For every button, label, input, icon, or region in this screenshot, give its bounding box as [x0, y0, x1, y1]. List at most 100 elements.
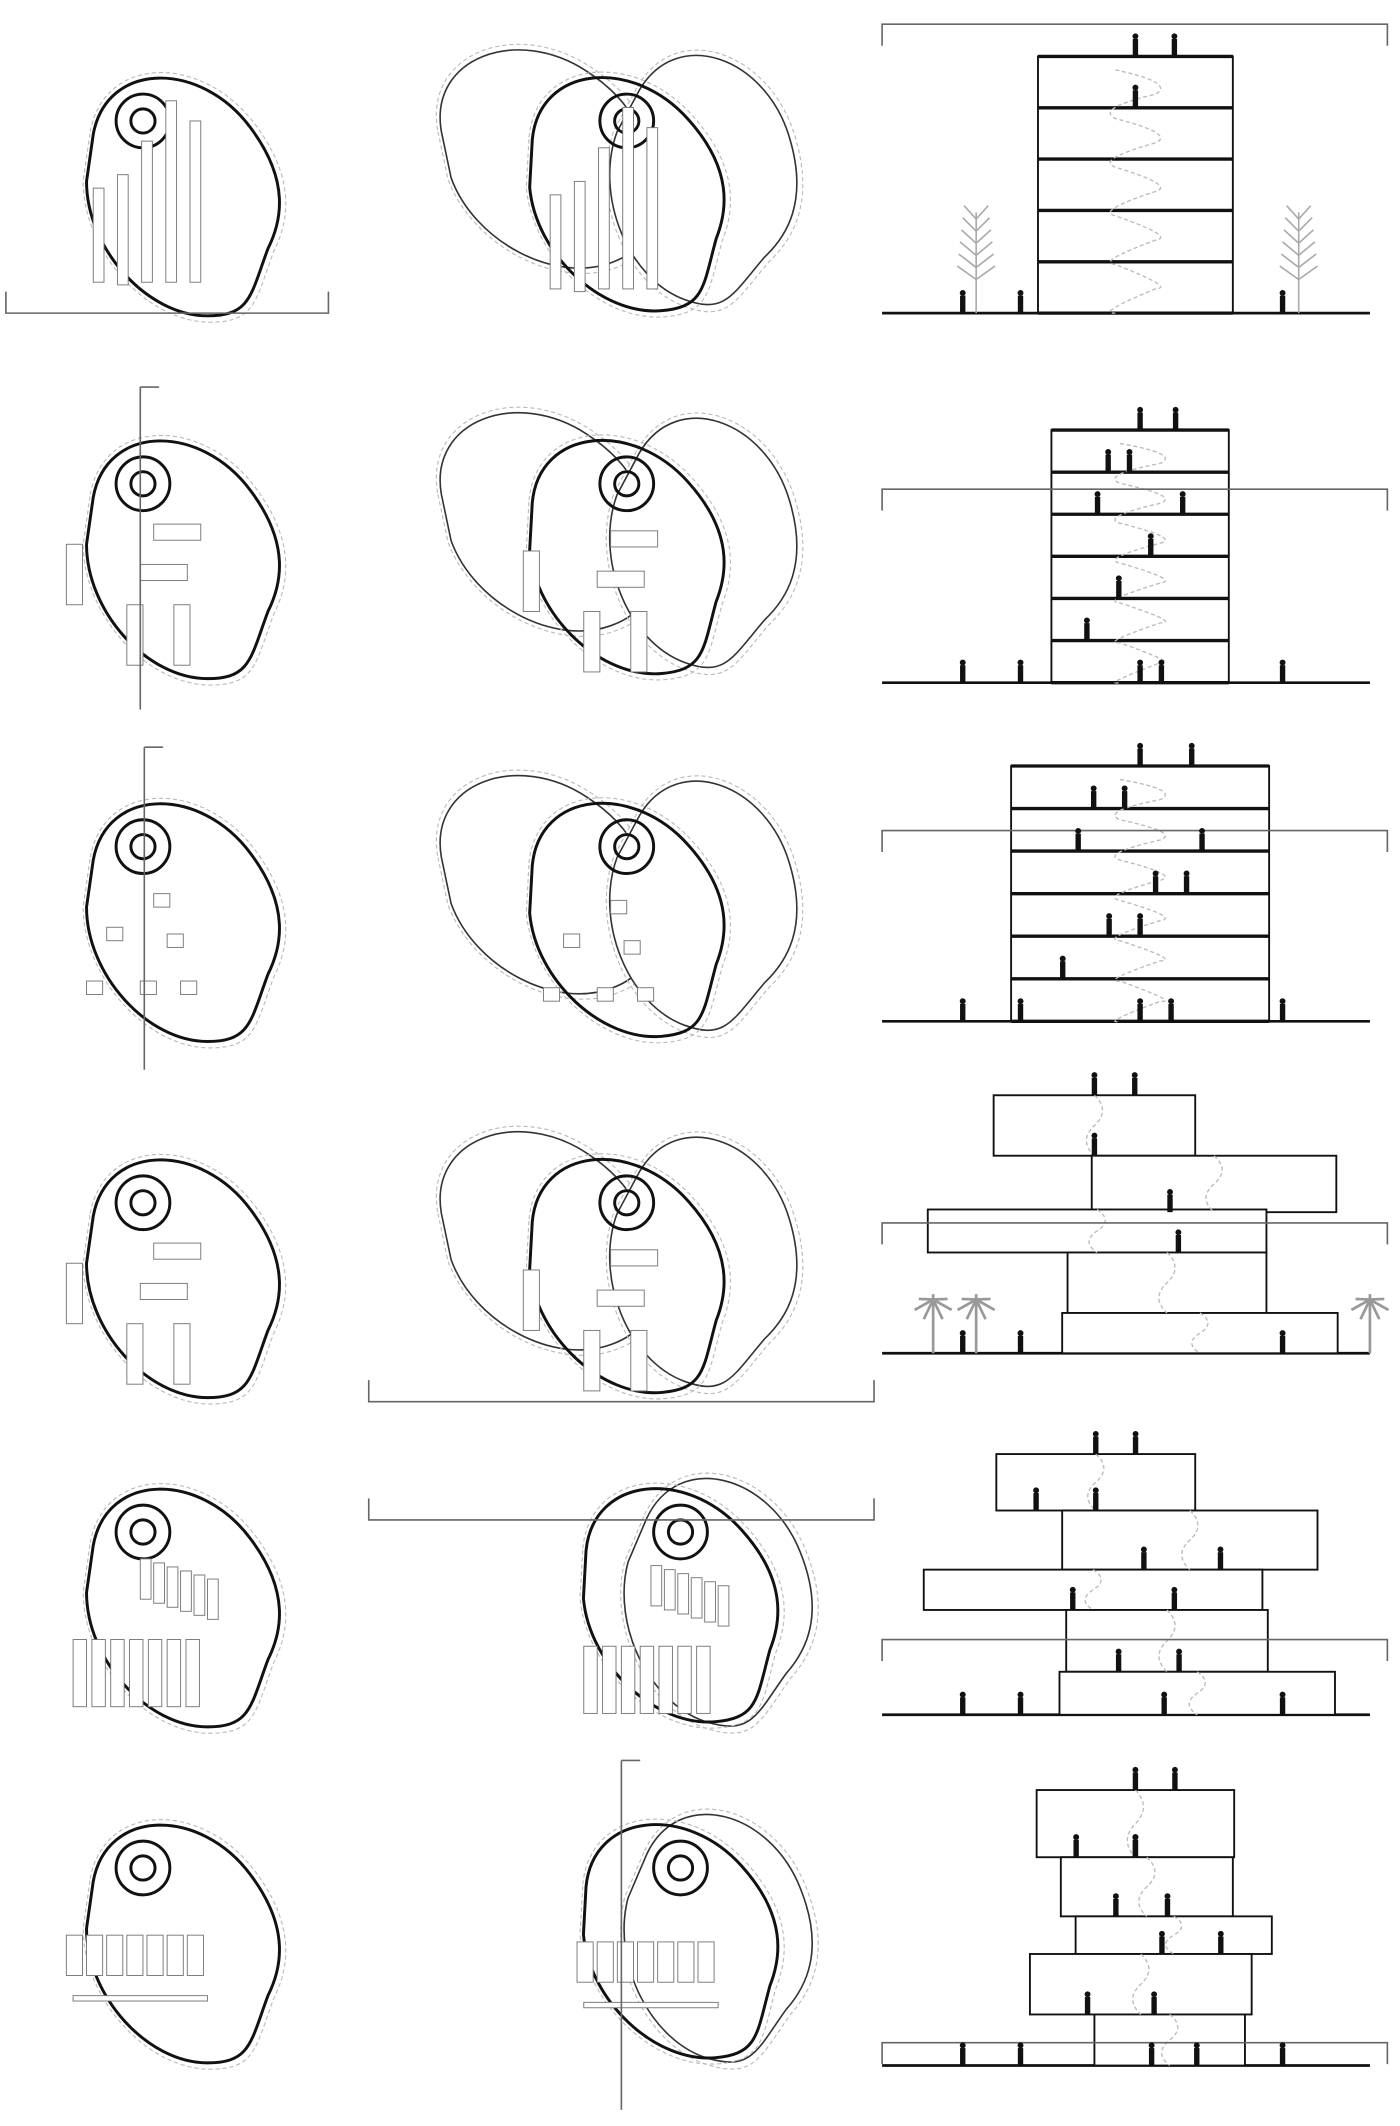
body	[1017, 2048, 1024, 2066]
core-ring-icon	[114, 1503, 172, 1561]
stair-spiral	[1181, 1510, 1199, 1571]
person-icon	[1091, 1132, 1098, 1156]
stair-spiral	[1191, 1312, 1209, 1354]
blob-right	[605, 412, 804, 676]
blob-inner-line	[579, 1818, 785, 2065]
plan-outline	[82, 797, 287, 1049]
stack	[663, 1569, 676, 1611]
body	[1121, 791, 1128, 809]
person-icon	[1152, 870, 1159, 894]
head	[1279, 290, 1286, 296]
head	[1017, 290, 1024, 296]
stair-spiral	[1188, 1671, 1206, 1716]
person-icon	[1183, 870, 1190, 894]
branch	[1282, 241, 1300, 256]
furniture-group	[65, 1934, 208, 2002]
person-icon	[1017, 290, 1024, 314]
person-icon	[1279, 1691, 1286, 1715]
plan-cut-line	[367, 1498, 875, 1521]
head	[959, 1330, 966, 1337]
frond	[1369, 1297, 1385, 1301]
building-volume	[1037, 55, 1234, 315]
blob-right	[605, 1131, 804, 1394]
person-icon	[1091, 1072, 1098, 1096]
frond	[1368, 1298, 1381, 1320]
furniture-group	[86, 893, 198, 995]
person-icon	[1217, 1546, 1224, 1570]
table	[610, 1249, 659, 1267]
person-icon	[1148, 2042, 1155, 2066]
core-ring-icon	[114, 455, 172, 513]
reading-table	[146, 1934, 164, 1976]
person-icon	[1137, 913, 1144, 937]
table	[153, 1242, 202, 1260]
reading-table	[166, 1934, 184, 1976]
head	[1193, 2042, 1200, 2049]
body	[1175, 1235, 1182, 1253]
branch	[975, 265, 996, 281]
person-icon	[1158, 659, 1165, 683]
blob-outline	[85, 802, 281, 1043]
body	[1115, 1654, 1122, 1672]
building-section	[881, 1430, 1389, 1717]
blob-inner-line	[82, 1153, 287, 1405]
body	[1171, 1592, 1178, 1610]
person-icon	[1137, 998, 1144, 1022]
body	[1148, 2048, 1155, 2066]
person-icon	[1161, 1691, 1168, 1715]
head	[1132, 33, 1139, 40]
counter	[583, 2001, 719, 2009]
section-cut-line	[881, 23, 1389, 46]
body	[1168, 1003, 1174, 1022]
core-stair-icon	[129, 107, 157, 135]
person-icon	[1084, 1991, 1091, 2015]
body	[1132, 90, 1139, 108]
head	[1132, 1430, 1139, 1437]
furniture-group	[549, 107, 659, 293]
person-icon	[1188, 742, 1195, 767]
body	[1017, 1335, 1024, 1354]
drawing-row-2	[65, 386, 1389, 710]
person-icon	[1137, 659, 1144, 683]
drawing-row-4	[65, 1072, 1390, 1405]
table	[173, 604, 191, 666]
head	[1172, 406, 1179, 413]
branch	[1279, 265, 1300, 281]
stair-spiral	[1087, 1453, 1105, 1512]
head	[1017, 2042, 1024, 2049]
body	[1137, 918, 1143, 937]
table	[630, 1329, 648, 1392]
person-icon	[1075, 828, 1082, 852]
blob-inner-line	[620, 1808, 819, 2070]
branch	[975, 205, 989, 220]
body	[1279, 1335, 1286, 1354]
blob-inner-line	[605, 775, 804, 1038]
body	[1106, 918, 1112, 937]
person-icon	[1017, 2042, 1024, 2066]
table	[126, 1323, 144, 1385]
person-icon	[959, 1330, 966, 1354]
head	[1137, 742, 1144, 749]
blob-inner-line	[82, 797, 287, 1049]
frond	[1369, 1298, 1390, 1312]
branch	[975, 253, 995, 269]
head	[959, 290, 966, 296]
body	[1017, 665, 1024, 683]
branch	[975, 241, 993, 256]
core-stair-icon	[129, 833, 157, 861]
table	[610, 530, 659, 548]
floor-plan	[72, 1483, 287, 1734]
core-ring-icon	[598, 455, 656, 513]
sofa	[542, 987, 561, 1002]
reading-table	[65, 1934, 83, 1976]
sofa	[623, 940, 641, 955]
core-ring-icon	[598, 818, 656, 875]
body	[1137, 412, 1143, 431]
shelf	[116, 174, 129, 286]
sofa	[637, 987, 655, 1002]
person-icon	[1059, 955, 1066, 979]
blob-outline	[528, 801, 726, 1038]
person-icon	[1193, 2042, 1200, 2066]
sofa	[166, 933, 184, 948]
furniture-group	[65, 1242, 202, 1385]
